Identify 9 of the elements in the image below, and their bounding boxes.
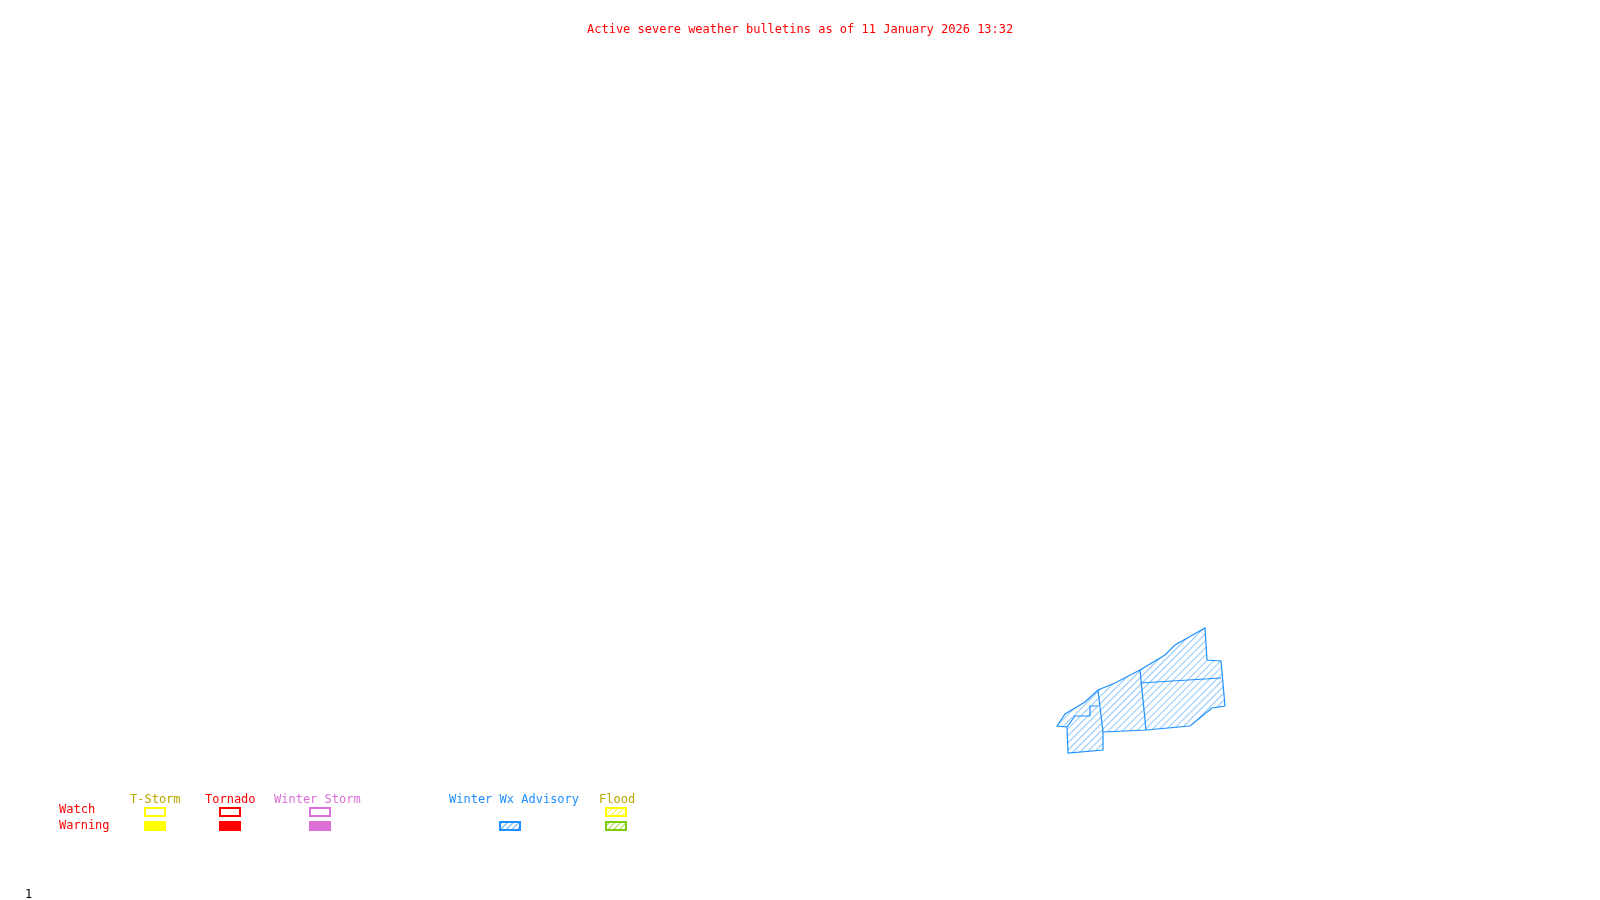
row-label: Watch (59, 802, 96, 816)
map-title: Active severe weather bulletins as of 11 January 2026 13:32 (587, 22, 1014, 36)
legend-heading: T-Storm (130, 792, 181, 806)
row-label: Warning (59, 818, 110, 832)
legend-heading: Winter Storm (274, 792, 361, 806)
legend-heading: Flood (599, 792, 636, 806)
legend-heading: Tornado (205, 792, 256, 806)
legend-heading: Winter Wx Advisory (449, 792, 580, 806)
frame-number: 1 (25, 887, 33, 900)
